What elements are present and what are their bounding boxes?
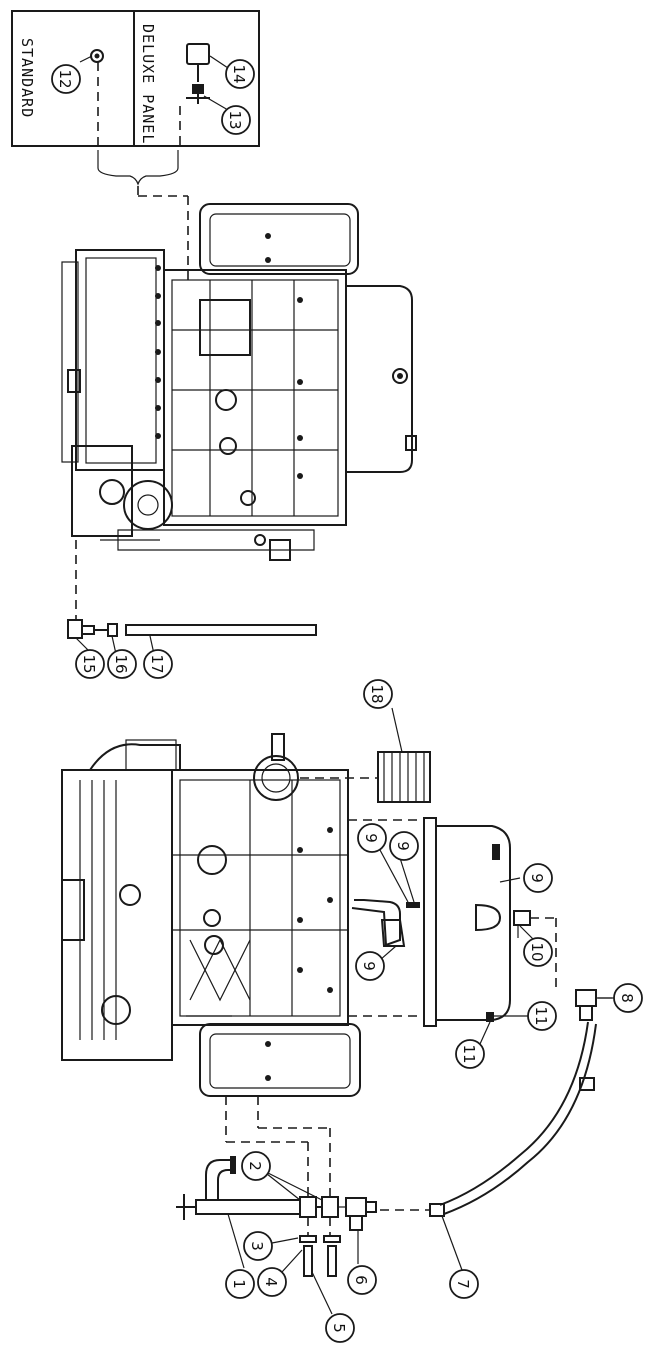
clamp-b [321, 1196, 339, 1218]
svg-text:7: 7 [454, 1279, 472, 1289]
svg-text:5: 5 [330, 1323, 348, 1333]
svg-text:9: 9 [360, 961, 378, 971]
svg-text:13: 13 [226, 110, 244, 129]
callout-10: 10 [523, 937, 553, 967]
gauge-fitting [192, 84, 204, 94]
svg-text:14: 14 [230, 64, 248, 83]
drain-plug [513, 910, 531, 926]
svg-text:12: 12 [56, 69, 74, 88]
callout-13: 13 [221, 105, 251, 135]
adapter-fitting [107, 623, 118, 637]
shutoff-valve [345, 1197, 367, 1217]
callout-17: 17 [143, 649, 173, 679]
svg-text:11: 11 [532, 1006, 550, 1025]
callout-18: 18 [363, 679, 393, 709]
callout-9-c: 9 [523, 863, 553, 893]
svg-text:9: 9 [362, 833, 380, 843]
callout-6: 6 [347, 1265, 377, 1295]
oil-pan-cap [475, 903, 502, 932]
callout-9-d: 9 [355, 951, 385, 981]
svg-text:18: 18 [368, 684, 386, 703]
dipstick-tube [351, 899, 420, 947]
svg-text:6: 6 [352, 1275, 370, 1285]
callout-11-a: 11 [527, 1001, 557, 1031]
engine-lower-view [61, 733, 361, 1097]
drain-valve-body [195, 1199, 301, 1215]
panel-brace [97, 150, 179, 186]
svg-text:3: 3 [248, 1241, 266, 1251]
oil-line-tube [125, 624, 317, 636]
svg-text:11: 11 [460, 1044, 478, 1063]
oil-pressure-sender-assembly [67, 619, 317, 639]
drain-hose [429, 1021, 597, 1217]
standard-label: STANDARD [18, 38, 36, 118]
clamp-a [299, 1196, 317, 1218]
callout-15: 15 [75, 649, 105, 679]
oil-pressure-sender [67, 619, 83, 639]
deluxe-panel-label: DELUXE PANEL [139, 24, 157, 144]
svg-text:15: 15 [80, 654, 98, 673]
svg-text:8: 8 [618, 993, 636, 1003]
engine-upper-view [61, 203, 417, 561]
svg-text:2: 2 [246, 1161, 264, 1171]
callout-4: 4 [257, 1267, 287, 1297]
oil-pan-gasket [423, 817, 437, 1027]
callout-1: 1 [225, 1269, 255, 1299]
oil-pan [423, 817, 511, 1027]
svg-text:9: 9 [394, 841, 412, 851]
svg-text:9: 9 [528, 873, 546, 883]
callout-9-a: 9 [357, 823, 387, 853]
oil-pressure-gauge [186, 43, 210, 65]
drain-valve-assembly [176, 1156, 377, 1277]
svg-text:10: 10 [528, 942, 546, 961]
oil-filter [377, 751, 431, 803]
callout-11-b: 11 [455, 1039, 485, 1069]
callout-3: 3 [243, 1231, 273, 1261]
svg-text:4: 4 [262, 1277, 280, 1287]
callout-5: 5 [325, 1313, 355, 1343]
svg-text:16: 16 [112, 654, 130, 673]
svg-text:1: 1 [230, 1279, 248, 1289]
callout-7: 7 [449, 1269, 479, 1299]
elbow-fitting [575, 989, 614, 1021]
callout-12: 12 [51, 64, 81, 94]
callout-14: 14 [225, 59, 255, 89]
svg-text:17: 17 [148, 654, 166, 673]
callout-16: 16 [107, 649, 137, 679]
callout-8: 8 [613, 983, 643, 1013]
gauge-panel-box: STANDARD DELUXE PANEL [11, 10, 260, 147]
callout-9-b: 9 [389, 831, 419, 861]
callout-2: 2 [241, 1151, 271, 1181]
